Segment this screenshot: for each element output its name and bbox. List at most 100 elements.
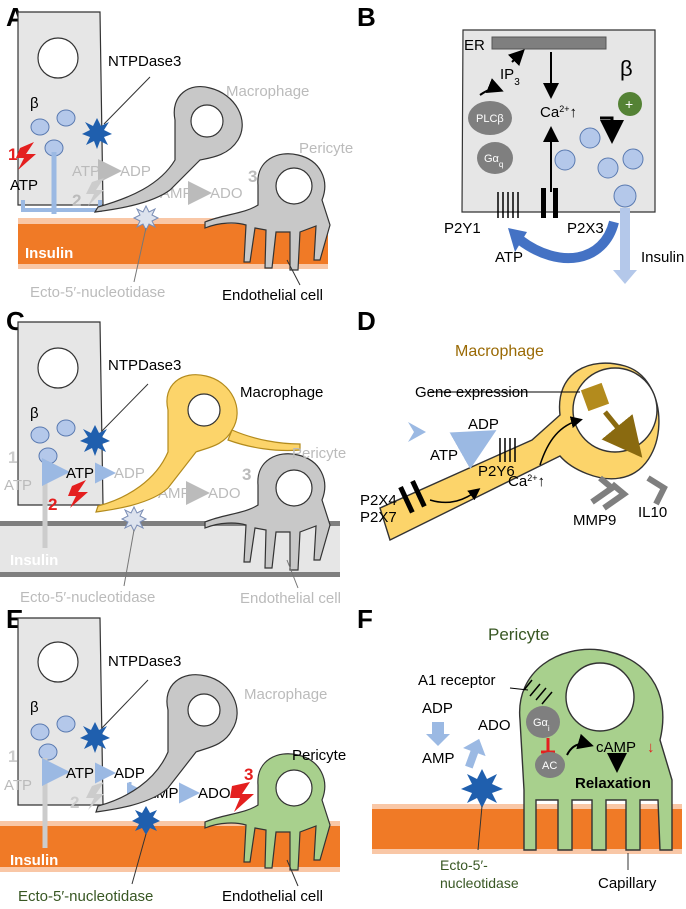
adp-label-d: ADP (468, 416, 499, 433)
step-2-label-e: 2 (70, 793, 79, 812)
adp-label-e: ADP (114, 765, 145, 782)
lightning-icon (16, 142, 36, 170)
relaxation-label: Relaxation (575, 775, 651, 792)
leader-line (286, 259, 301, 286)
er-icon (491, 36, 607, 50)
atp-feedback-arrow (517, 220, 619, 264)
pericyte-label-c: Pericyte (292, 445, 346, 462)
step-3-label-e: 3 (244, 765, 253, 784)
ca-label-b: Ca2+↑ (540, 104, 577, 121)
gai-label: Gαi (533, 717, 550, 733)
ecto-5-nucleotidase-icon (132, 204, 160, 232)
leader-line (123, 529, 135, 587)
endothelial-label-e: Endothelial cell (222, 888, 323, 905)
arrow (429, 488, 481, 504)
capillary-label: Capillary (598, 875, 657, 892)
adp-grey-c: ADP (114, 465, 145, 482)
camp-label: cAMP (596, 739, 636, 756)
atp-faded-c: ATP (4, 477, 32, 494)
ecto-5-nucleotidase-icon (132, 806, 160, 835)
leader-line (101, 383, 149, 432)
granule (56, 419, 76, 437)
p2x3-channel-icon (553, 188, 558, 218)
step-3-label: 3 (248, 167, 257, 186)
gaq-icon (477, 142, 513, 174)
leader-line (509, 687, 529, 691)
ecto-label-e: Ecto-5′-nucleotidase (18, 888, 153, 905)
granule (30, 426, 50, 444)
p2y1-receptor-icon (497, 192, 519, 218)
release-arrow (21, 200, 102, 212)
step-3-label-c: 3 (242, 465, 251, 484)
ecto-label-a: Ecto-5′-nucleotidase (30, 284, 165, 301)
granule (613, 184, 637, 208)
ntpdase3-icon (80, 722, 110, 753)
step-2-label: 2 (72, 191, 81, 210)
ecto-5-nucleotidase-icon (461, 769, 503, 808)
secretion-chevron (590, 475, 617, 505)
insulin-label-c: Insulin (10, 552, 58, 569)
vessel-edge-top-a (18, 218, 328, 224)
panel-letter-f: F (357, 604, 373, 634)
nucleus (190, 104, 224, 138)
granule (579, 127, 601, 149)
ac-icon (535, 752, 565, 778)
arrow (479, 78, 504, 96)
plcb-label: PLCβ (476, 113, 504, 125)
panel-b: B ER IP3 β + PLCβ Gαq Ca2+↑ P2Y1 P2X3 AT… (357, 2, 684, 284)
beta-label-a: β (30, 95, 39, 112)
ntpdase3-icon (80, 425, 110, 456)
nucleus-c (37, 347, 79, 389)
p2x-channel-icon (410, 480, 427, 508)
beta-label-e: β (30, 699, 39, 716)
ac-label: AC (542, 760, 557, 772)
arrow (539, 416, 583, 466)
step-1-label: 1 (8, 145, 17, 164)
arrow (566, 733, 594, 756)
granule (622, 148, 644, 170)
macrophage-process (227, 429, 301, 452)
vessel-edge-bottom-e (0, 867, 340, 872)
macrophage-label-a: Macrophage (226, 83, 309, 100)
atp-label-d: ATP (430, 447, 458, 464)
p2x3-channel-icon (541, 188, 546, 218)
ecto-label-f-line2: nucleotidase (440, 875, 519, 891)
macrophage-label-e: Macrophage (244, 686, 327, 703)
endothelial-label-c: Endothelial cell (240, 590, 341, 607)
pericyte-title-f: Pericyte (488, 625, 549, 644)
mmp9-label: MMP9 (573, 512, 616, 529)
beta-label-b: β (620, 56, 633, 81)
arrow (426, 722, 450, 746)
lightning-icon (68, 480, 88, 508)
nucleus-f (565, 662, 635, 732)
leader-line (286, 559, 299, 589)
er-label: ER (464, 37, 485, 54)
leader-line (286, 859, 299, 887)
ado-grey-c: ADO (208, 485, 241, 502)
ntpdase3-icon (82, 118, 112, 149)
leader-line (131, 833, 147, 885)
panel-f: F Pericyte A1 receptor Gαi AC cAMP ↓ Rel… (357, 604, 682, 892)
leader-line (133, 227, 147, 283)
arrow (408, 422, 426, 442)
ecto-5-nucleotidase-icon (120, 505, 148, 533)
vessel-edge-top-c (0, 521, 340, 526)
nucleus-e (37, 641, 79, 683)
nucleus-a (37, 37, 79, 79)
ntpdase3-label-a: NTPDase3 (108, 53, 181, 70)
p2y6-label: P2Y6 (478, 463, 515, 480)
pericyte-label-a: Pericyte (299, 140, 353, 157)
ado-label-f: ADO (478, 717, 511, 734)
il10-label: IL10 (638, 504, 667, 521)
plcb-icon (468, 101, 512, 135)
adp-label-f: ADP (422, 700, 453, 717)
beta-label-c: β (30, 405, 39, 422)
gaq-label: Gαq (484, 153, 503, 169)
vessel-c (0, 525, 340, 573)
ntpdase3-label-c: NTPDase3 (108, 357, 181, 374)
step-1-label-c: 1 (8, 448, 17, 467)
nucleus (275, 167, 313, 205)
atp-faded-e: ATP (4, 777, 32, 794)
gene-label: Gene expression (415, 384, 528, 401)
